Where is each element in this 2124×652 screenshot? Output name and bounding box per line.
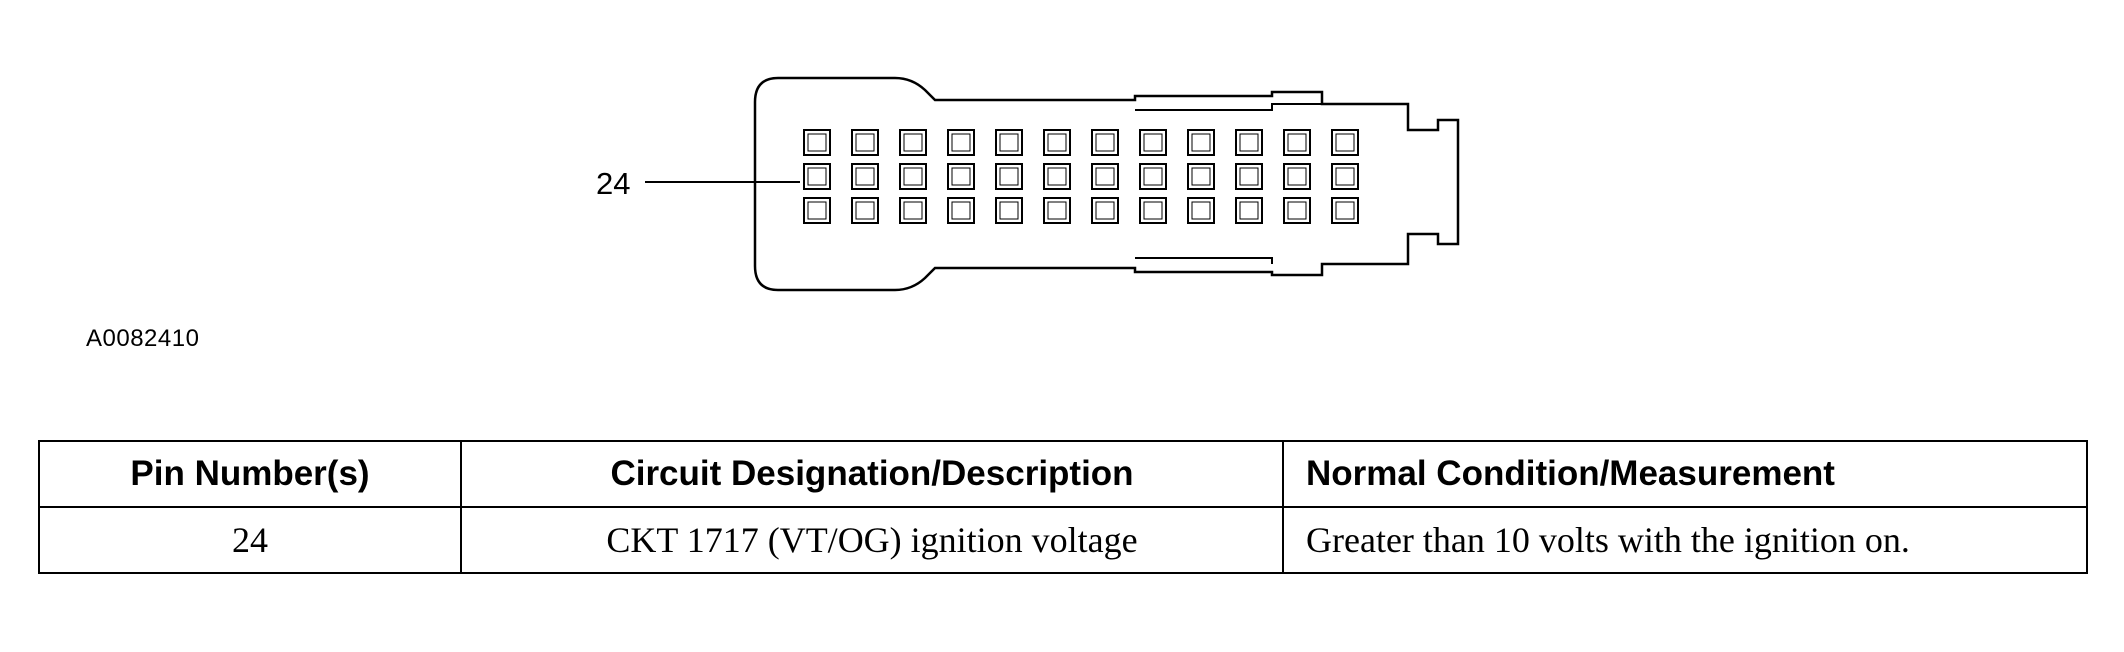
pin-cavity (1091, 197, 1119, 224)
pin-cavity-inner (1335, 167, 1355, 186)
pin-cavity (899, 163, 927, 190)
header-normal-condition: Normal Condition/Measurement (1282, 440, 2088, 508)
pin-cavity-inner (903, 133, 923, 152)
callout-label-pin-24: 24 (596, 166, 630, 201)
table-header-row: Pin Number(s) Circuit Designation/Descri… (38, 440, 2088, 508)
pin-cavity (1043, 129, 1071, 156)
pin-cavity-inner (1287, 201, 1307, 220)
pin-cavity-inner (1287, 133, 1307, 152)
pin-cavity-inner (999, 201, 1019, 220)
pin-cavity (1187, 163, 1215, 190)
pin-cavity (1043, 163, 1071, 190)
pin-cavity-inner (855, 133, 875, 152)
pin-cavity (995, 163, 1023, 190)
pin-cavity-inner (999, 133, 1019, 152)
pin-cavity (947, 197, 975, 224)
pin-cavity (803, 197, 831, 224)
pin-cavity (803, 163, 831, 190)
pin-cavity (1043, 197, 1071, 224)
header-pin-numbers: Pin Number(s) (38, 440, 462, 508)
pin-cavity (1235, 197, 1263, 224)
pin-cavity-inner (855, 201, 875, 220)
pin-cavity-inner (1143, 167, 1163, 186)
pin-cavity-inner (1239, 167, 1259, 186)
pin-cavity-inner (1239, 133, 1259, 152)
pin-cavity (1187, 197, 1215, 224)
pin-cavity-inner (1047, 167, 1067, 186)
cell-normal-condition: Greater than 10 volts with the ignition … (1282, 506, 2088, 574)
cell-pin-number: 24 (38, 506, 462, 574)
pin-cavity (1187, 129, 1215, 156)
pin-grid (803, 129, 1359, 224)
pin-cavity (851, 163, 879, 190)
pin-cavity (1283, 197, 1311, 224)
pin-cavity-inner (951, 201, 971, 220)
pin-cavity (947, 129, 975, 156)
pin-cavity (1331, 129, 1359, 156)
connector-housing (753, 76, 1460, 292)
pin-cavity (1139, 197, 1167, 224)
pin-cavity-inner (1239, 201, 1259, 220)
pin-cavity-inner (1047, 133, 1067, 152)
pin-cavity-inner (1287, 167, 1307, 186)
pin-cavity-inner (807, 167, 827, 186)
pin-cavity-inner (999, 167, 1019, 186)
pin-cavity-inner (807, 133, 827, 152)
housing-bottom-step (1135, 257, 1273, 264)
pin-cavity-inner (951, 133, 971, 152)
pin-cavity (1235, 129, 1263, 156)
header-circuit-description: Circuit Designation/Description (460, 440, 1284, 508)
pin-cavity (947, 163, 975, 190)
pin-cavity-inner (1335, 201, 1355, 220)
pin-cavity-inner (903, 201, 923, 220)
pin-cavity (1091, 163, 1119, 190)
pin-cavity (1331, 163, 1359, 190)
pin-cavity-inner (855, 167, 875, 186)
pin-cavity (851, 129, 879, 156)
pin-cavity (899, 197, 927, 224)
pin-cavity-inner (1143, 133, 1163, 152)
pin-cavity-inner (1095, 133, 1115, 152)
pin-cavity (1283, 163, 1311, 190)
pin-cavity (995, 129, 1023, 156)
pin-cavity (1139, 163, 1167, 190)
pin-cavity-inner (807, 201, 827, 220)
pin-cavity-inner (1095, 167, 1115, 186)
table-row: 24 CKT 1717 (VT/OG) ignition voltage Gre… (38, 506, 2088, 574)
pin-cavity-inner (903, 167, 923, 186)
cell-circuit-description: CKT 1717 (VT/OG) ignition voltage (460, 506, 1284, 574)
pin-cavity-inner (1047, 201, 1067, 220)
pin-cavity (899, 129, 927, 156)
pin-cavity-inner (1191, 201, 1211, 220)
pin-cavity (1091, 129, 1119, 156)
pin-cavity (1235, 163, 1263, 190)
pin-cavity (1139, 129, 1167, 156)
figure-id: A0082410 (86, 325, 200, 352)
pin-cavity (1331, 197, 1359, 224)
housing-top-step (1135, 103, 1322, 111)
connector-diagram: 24 (596, 76, 1460, 292)
pin-cavity-inner (1335, 133, 1355, 152)
pin-cavity-inner (1095, 201, 1115, 220)
pin-table: Pin Number(s) Circuit Designation/Descri… (38, 440, 2088, 574)
pin-cavity (803, 129, 831, 156)
pin-cavity (995, 197, 1023, 224)
pin-cavity (851, 197, 879, 224)
pin-cavity-inner (1191, 133, 1211, 152)
pin-cavity-inner (1191, 167, 1211, 186)
pin-cavity (1283, 129, 1311, 156)
pin-cavity-inner (951, 167, 971, 186)
pin-cavity-inner (1143, 201, 1163, 220)
